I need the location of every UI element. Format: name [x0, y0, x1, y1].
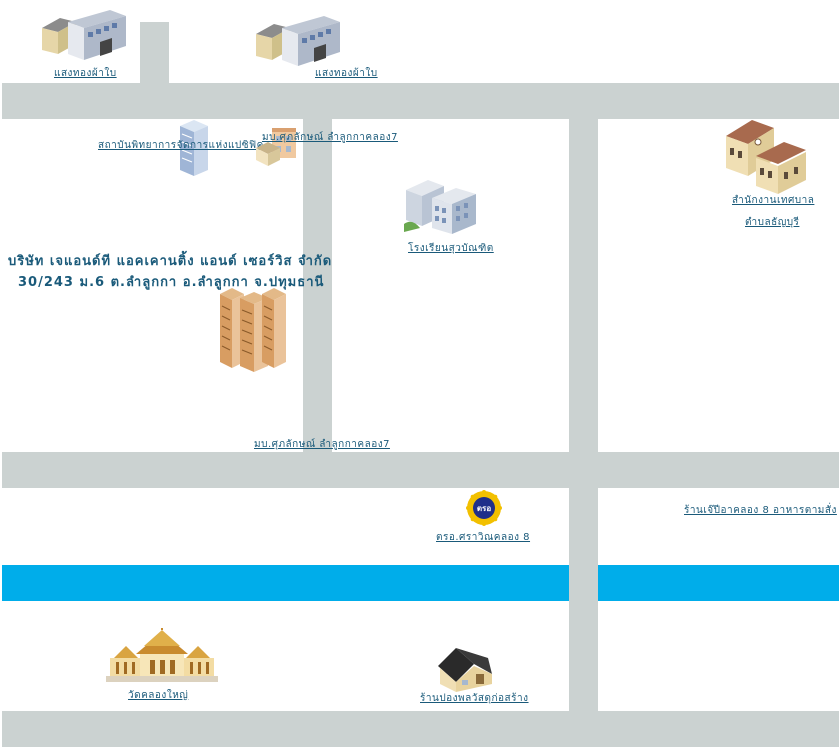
shop-house-icon [436, 644, 496, 694]
house-icon [254, 122, 302, 168]
road-top-stub [140, 22, 169, 83]
road-middle-horizontal [2, 452, 839, 488]
road-inner-vertical [303, 119, 332, 452]
village-bottom-label[interactable]: มบ.ศุภลักษณ์ ลำลูกกาคลอง7 [254, 439, 390, 450]
school-label[interactable]: โรงเรียนสุวบัณฑิต [408, 243, 494, 254]
canal-left [2, 565, 569, 601]
company-address: 30/243 ม.6 ต.ลำลูกกา อ.ลำลูกกา จ.ปทุมธาน… [18, 275, 325, 290]
municipal-office-label-2[interactable]: ตำบลธัญบุรี [745, 217, 800, 228]
police-label[interactable]: ตรอ.ศราวิณคลอง 8 [436, 532, 531, 543]
road-top-horizontal [2, 83, 839, 119]
police-badge-icon: ตรอ [466, 490, 502, 526]
hardware-store-label[interactable]: ร้านปองพลวัสดุก่อสร้าง [420, 693, 529, 704]
company-name: บริษัท เจแอนด์ที แอคเคานติ้ง แอนด์ เซอร์… [8, 254, 333, 269]
government-office-icon [722, 116, 808, 196]
factory-label-1[interactable]: แสงทองผ้าใบ [54, 68, 117, 79]
factory-icon [40, 8, 130, 68]
factory-label-2[interactable]: แสงทองผ้าใบ [315, 68, 378, 79]
police-badge-text: ตรอ [477, 504, 491, 513]
road-main-vertical [569, 119, 598, 711]
condo-towers-icon [218, 284, 290, 374]
municipal-office-label-1[interactable]: สำนักงานเทศบาล [732, 195, 815, 206]
factory-icon [254, 14, 344, 74]
road-bottom-horizontal [2, 711, 839, 747]
restaurant-label[interactable]: ร้านเจ๊ปีอาคลอง 8 อาหารตามสั่ง [684, 505, 837, 516]
office-tower-icon [178, 118, 210, 178]
temple-icon [106, 628, 218, 686]
institute-label[interactable]: สถาบันพิทยาการจัดการแห่งแปซิฟิค [98, 140, 264, 151]
village-top-label[interactable]: มบ.ศุภลักษณ์ ลำลูกกาคลอง7 [262, 132, 398, 143]
school-building-icon [402, 172, 482, 238]
temple-label[interactable]: วัดคลองใหญ่ [128, 690, 189, 701]
canal-right [598, 565, 839, 601]
